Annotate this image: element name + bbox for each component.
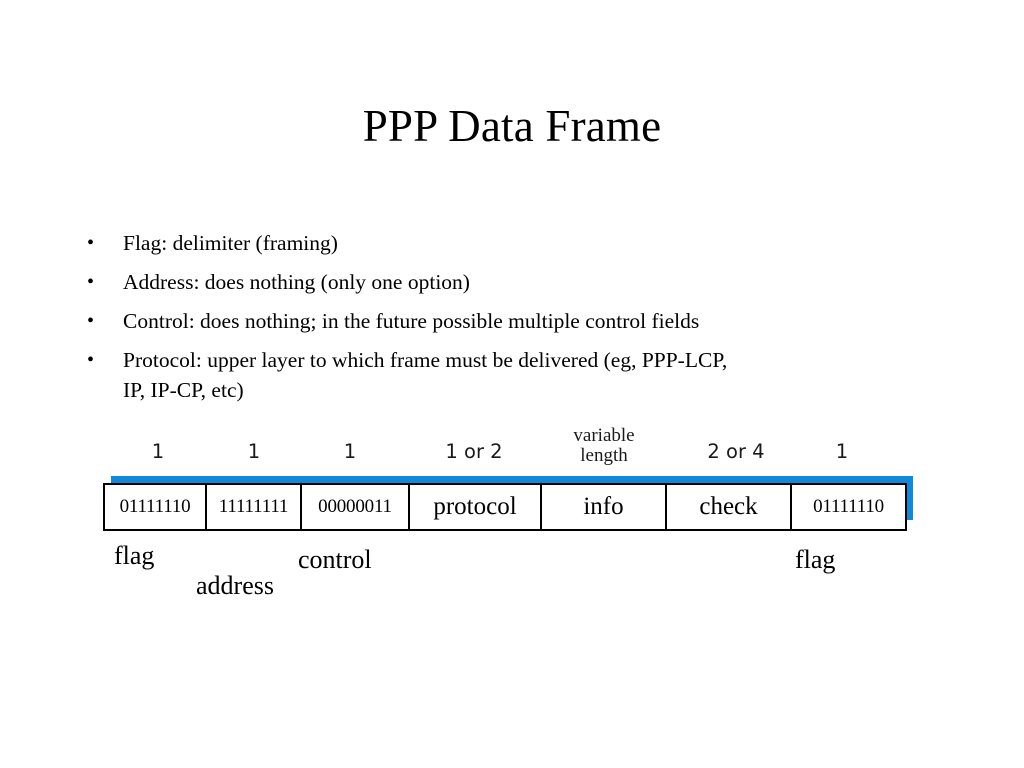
frame-field-flag: 01111110 — [105, 485, 207, 529]
bullet-item-label: Control: does nothing; in the future pos… — [123, 309, 700, 333]
bullet-item: • Flag: delimiter (framing) — [84, 229, 964, 259]
bullet-item: • Control: does nothing; in the future po… — [84, 307, 964, 337]
bullet-item: • Address: does nothing (only one option) — [84, 268, 964, 298]
bullet-point-icon: • — [87, 271, 95, 293]
field-size-label: 1 — [343, 440, 357, 463]
frame-field-check: check — [667, 485, 792, 529]
field-size-label: 2 or 4 — [707, 440, 765, 463]
bullet-item-label: Flag: delimiter (framing) — [123, 231, 338, 255]
field-size-label: 1 — [151, 440, 165, 463]
field-size-label: 1 — [247, 440, 261, 463]
bullet-item: • Protocol: upper layer to which frame mu… — [84, 346, 964, 405]
field-name-label: flag — [114, 541, 155, 570]
bullet-point-icon: • — [87, 310, 95, 332]
bullet-point-icon: • — [87, 232, 95, 254]
field-name-label: flag — [795, 545, 836, 574]
bullet-list: • Flag: delimiter (framing) • Address: does… — [84, 229, 964, 415]
field-size-label: variable length — [573, 425, 635, 466]
frame-field-info: info — [542, 485, 667, 529]
page-title: PPP Data Frame — [362, 101, 662, 151]
field-size-label: 1 or 2 — [445, 440, 503, 463]
field-name-label: address — [196, 571, 274, 600]
frame-field-address: 11111111 — [207, 485, 302, 529]
field-size-label: 1 — [835, 440, 849, 463]
bullet-item-label-continued: IP, IP-CP, etc) — [123, 377, 244, 402]
bullet-item-label: Address: does nothing (only one option) — [123, 270, 470, 294]
frame-field-flag: 01111110 — [792, 485, 905, 529]
bullet-point-icon: • — [87, 349, 95, 371]
frame-field-protocol: protocol — [410, 485, 542, 529]
field-name-label: control — [298, 545, 372, 574]
frame-field-control: 00000011 — [302, 485, 410, 529]
bullet-item-label: Protocol: upper layer to which frame mus… — [123, 348, 728, 372]
